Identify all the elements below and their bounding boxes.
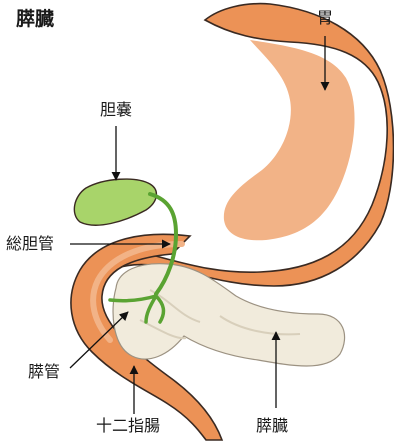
diagram-title: 膵臓 xyxy=(16,10,54,29)
label-stomach: 胃 xyxy=(317,10,333,26)
gallbladder-sac xyxy=(74,179,156,225)
label-gallbladder: 胆嚢 xyxy=(100,102,132,118)
label-common-bile-duct: 総胆管 xyxy=(6,236,54,252)
gallbladder xyxy=(74,179,156,225)
stomach-inner xyxy=(224,40,355,240)
label-pancreas: 膵臓 xyxy=(256,418,288,434)
label-duodenum: 十二指腸 xyxy=(96,418,160,434)
label-pancreatic-duct: 膵管 xyxy=(28,364,60,380)
